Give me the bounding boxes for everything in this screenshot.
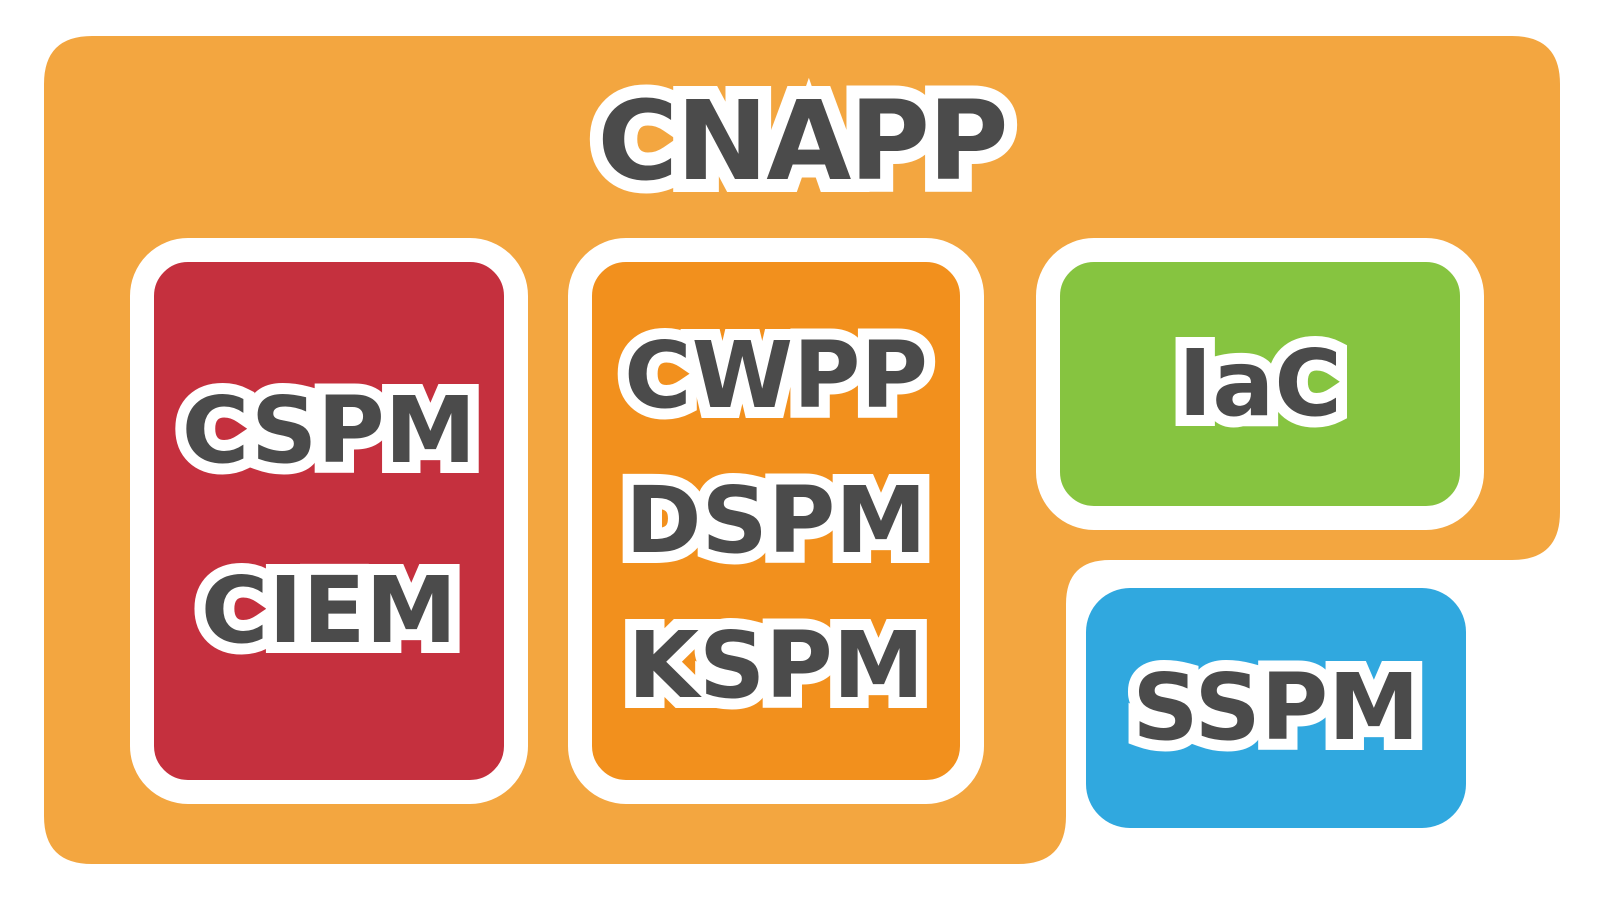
cnapp-title-text: CNAPP bbox=[597, 77, 1008, 205]
workload-box: CWPP CWPP DSPM DSPM KSPM KSPM bbox=[568, 238, 984, 804]
dspm-label-text: DSPM bbox=[625, 467, 927, 574]
cspm-label-outline: CSPM bbox=[171, 374, 488, 488]
ciem-label: CIEM CIEM bbox=[190, 554, 468, 668]
ciem-label-outline: CIEM bbox=[190, 554, 468, 668]
iac-label-text: IaC bbox=[1178, 330, 1342, 437]
kspm-label-outline: KSPM bbox=[617, 609, 935, 723]
cspm-label: CSPM CSPM bbox=[171, 374, 488, 488]
sspm-label: SSPM SSPM bbox=[1121, 651, 1430, 765]
dspm-label-outline: DSPM bbox=[614, 464, 938, 578]
cwpp-label-outline: CWPP bbox=[613, 319, 939, 433]
sspm-box: SSPM SSPM bbox=[1086, 588, 1466, 828]
iac-box: IaC IaC bbox=[1036, 238, 1484, 530]
kspm-label: KSPM KSPM bbox=[617, 609, 935, 723]
cnapp-title-outline: CNAPP bbox=[584, 73, 1021, 209]
cwpp-label-text: CWPP bbox=[624, 322, 928, 429]
title-row: CNAPP CNAPP bbox=[44, 73, 1560, 209]
iac-label-outline: IaC bbox=[1167, 327, 1353, 441]
kspm-label-text: KSPM bbox=[627, 612, 925, 719]
cspm-label-text: CSPM bbox=[181, 377, 477, 484]
cnapp-title: CNAPP CNAPP bbox=[584, 73, 1021, 209]
cloud-posture-box: CSPM CSPM CIEM CIEM bbox=[130, 238, 528, 804]
cwpp-label: CWPP CWPP bbox=[613, 319, 939, 433]
dspm-label: DSPM DSPM bbox=[614, 464, 938, 578]
ciem-label-text: CIEM bbox=[200, 557, 458, 664]
iac-label: IaC IaC bbox=[1167, 327, 1353, 441]
sspm-label-text: SSPM bbox=[1132, 654, 1420, 761]
sspm-label-outline: SSPM bbox=[1121, 651, 1430, 765]
